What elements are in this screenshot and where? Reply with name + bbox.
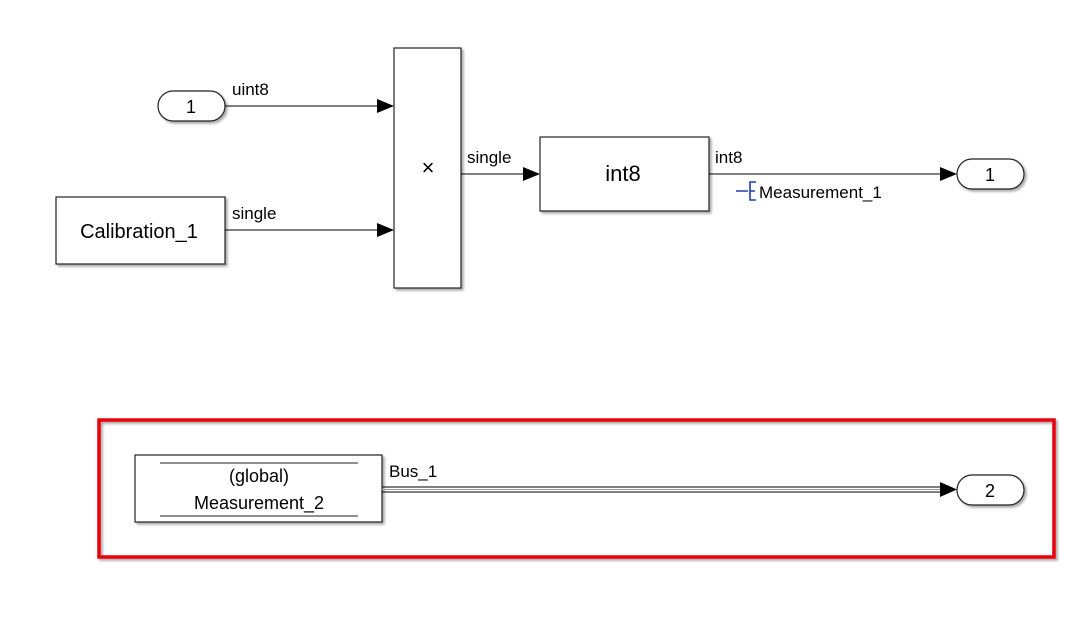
signal-label-calibration[interactable]: single [232,204,276,223]
outport-1[interactable]: 1 [956,158,1025,190]
signal-line-product-out[interactable]: single [461,148,540,181]
bus-line[interactable]: Bus_1 [382,462,957,497]
data-store-read-block[interactable]: (global) Measurement_2 [134,454,383,523]
convert-label: int8 [605,161,640,186]
signal-line-calibration[interactable]: single [225,204,394,237]
inport-1-label: 1 [186,97,196,117]
convert-block[interactable]: int8 [539,136,710,212]
outport-2[interactable]: 2 [956,474,1025,506]
signal-line-measurement-1[interactable]: int8 Measurement_1 [709,148,957,202]
signal-line-uint8[interactable]: uint8 [225,80,394,113]
signal-label-uint8[interactable]: uint8 [232,80,269,99]
multiply-icon: × [422,155,435,180]
outport-2-label: 2 [985,481,995,501]
signal-object-icon [736,181,756,201]
signal-label-int8[interactable]: int8 [715,148,742,167]
signal-name-measurement-1[interactable]: Measurement_1 [759,183,882,202]
data-store-scope-label: (global) [229,466,289,486]
highlight-box [97,418,1056,559]
calibration-label: Calibration_1 [80,221,198,243]
signal-label-product-out[interactable]: single [467,148,511,167]
product-block[interactable]: × [393,47,462,289]
signal-label-bus[interactable]: Bus_1 [389,462,437,481]
outport-1-label: 1 [985,165,995,185]
data-store-name-label: Measurement_2 [194,493,324,514]
inport-1[interactable]: 1 [157,90,226,122]
calibration-block[interactable]: Calibration_1 [55,196,226,265]
